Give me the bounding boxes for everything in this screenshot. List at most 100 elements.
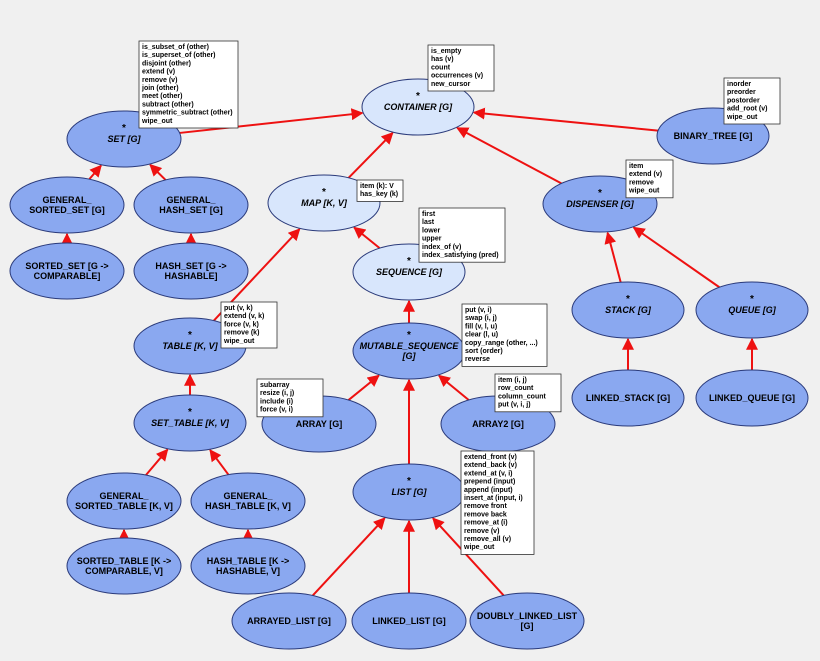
- class-ellipse[interactable]: [133, 242, 249, 300]
- class-node-doubly_linked_list[interactable]: DOUBLY_LINKED_LIST[G]: [469, 592, 585, 650]
- feature-item: extend (v, k): [224, 313, 264, 320]
- feature-item: copy_range (other, ...): [465, 340, 538, 347]
- node-layer: *CONTAINER [G]*SET [G]BINARY_TREE [G]GEN…: [9, 78, 809, 650]
- class-ellipse[interactable]: [190, 537, 306, 595]
- inheritance-edge-doubly_linked_list-to-list: [432, 517, 505, 597]
- class-ellipse[interactable]: [66, 537, 182, 595]
- feature-item: sort (order): [465, 348, 503, 355]
- class-name-label: SEQUENCE [G]: [376, 267, 443, 277]
- class-ellipse[interactable]: [231, 592, 347, 650]
- class-ellipse[interactable]: [571, 281, 685, 339]
- inheritance-edge-sequence-to-map: [353, 226, 381, 249]
- feature-box-frame: [138, 40, 239, 129]
- class-ellipse[interactable]: [9, 176, 125, 234]
- inheritance-edge-general_hash_set-to-set: [149, 163, 167, 181]
- feature-item: row_count: [498, 385, 534, 392]
- class-name-label: HASH_TABLE [K ->: [207, 556, 290, 566]
- class-name-label: COMPARABLE]: [34, 271, 101, 281]
- class-node-map[interactable]: *MAP [K, V]: [267, 174, 381, 232]
- class-node-linked_list[interactable]: LINKED_LIST [G]: [351, 592, 467, 650]
- class-ellipse[interactable]: [190, 472, 306, 530]
- feature-item: subtract (other): [142, 101, 194, 108]
- deferred-marker-icon: *: [626, 294, 630, 305]
- class-name-label: [G]: [521, 621, 534, 631]
- class-ellipse[interactable]: [267, 174, 381, 232]
- deferred-marker-icon: *: [416, 91, 420, 102]
- class-node-queue[interactable]: *QUEUE [G]: [695, 281, 809, 339]
- feature-item: wipe_out: [628, 188, 660, 195]
- class-node-set_table[interactable]: *SET_TABLE [K, V]: [133, 394, 247, 452]
- class-ellipse[interactable]: [9, 242, 125, 300]
- feature-item: index_satisfying (pred): [422, 252, 499, 259]
- class-name-label: HASHABLE, V]: [216, 566, 280, 576]
- deferred-marker-icon: *: [407, 256, 411, 267]
- class-node-list[interactable]: *LIST [G]: [352, 463, 466, 521]
- feature-box-frame: [461, 303, 548, 367]
- feature-item: join (other): [141, 85, 179, 92]
- class-node-mutable_sequence[interactable]: *MUTABLE_SEQUENCE[G]: [352, 322, 466, 380]
- feature-item: extend_at (v, i): [464, 470, 513, 477]
- class-ellipse[interactable]: [361, 78, 475, 136]
- class-node-sorted_set[interactable]: SORTED_SET [G ->COMPARABLE]: [9, 242, 125, 300]
- class-name-label: ARRAY2 [G]: [472, 419, 524, 429]
- feature-item: inorder: [727, 81, 751, 88]
- class-node-general_sorted_set[interactable]: GENERAL_SORTED_SET [G]: [9, 176, 125, 234]
- feature-item: remove (v): [142, 77, 177, 84]
- deferred-marker-icon: *: [750, 294, 754, 305]
- class-name-label: CONTAINER [G]: [384, 102, 453, 112]
- class-name-label: HASHABLE]: [165, 271, 218, 281]
- inheritance-edge-general_sorted_set-to-set: [88, 164, 102, 180]
- feature-box-frame: [494, 373, 562, 413]
- class-name-label: GENERAL_: [99, 491, 149, 501]
- class-node-sorted_table[interactable]: SORTED_TABLE [K ->COMPARABLE, V]: [66, 537, 182, 595]
- class-ellipse[interactable]: [66, 472, 182, 530]
- class-name-label: BINARY_TREE [G]: [674, 131, 753, 141]
- feature-item: wipe_out: [223, 338, 255, 345]
- feature-item: put (v, i, j): [498, 402, 531, 409]
- feature-box-frame: [356, 179, 404, 202]
- class-ellipse[interactable]: [133, 394, 247, 452]
- edge-layer: [61, 107, 758, 597]
- feature-item: clear (l, u): [465, 332, 498, 339]
- class-name-label: SORTED_SET [G]: [29, 205, 105, 215]
- feature-item: reverse: [465, 356, 490, 363]
- class-ellipse[interactable]: [571, 369, 685, 427]
- feature-item: is_superset_of (other): [142, 52, 216, 59]
- class-node-stack[interactable]: *STACK [G]: [571, 281, 685, 339]
- inheritance-edge-array-to-mutable_sequence: [347, 374, 380, 401]
- class-ellipse[interactable]: [351, 592, 467, 650]
- feature-item: first: [422, 211, 436, 218]
- class-node-general_hash_table[interactable]: GENERAL_HASH_TABLE [K, V]: [190, 472, 306, 530]
- deferred-marker-icon: *: [407, 476, 411, 487]
- class-node-container[interactable]: *CONTAINER [G]: [361, 78, 475, 136]
- class-node-hash_set[interactable]: HASH_SET [G ->HASHABLE]: [133, 242, 249, 300]
- class-node-arrayed_list[interactable]: ARRAYED_LIST [G]: [231, 592, 347, 650]
- feature-item: last: [422, 219, 435, 226]
- class-ellipse[interactable]: [133, 176, 249, 234]
- class-node-general_hash_set[interactable]: GENERAL_HASH_SET [G]: [133, 176, 249, 234]
- class-node-general_sorted_table[interactable]: GENERAL_SORTED_TABLE [K, V]: [66, 472, 182, 530]
- inheritance-edge-general_sorted_table-to-set_table: [145, 448, 169, 476]
- class-ellipse[interactable]: [695, 369, 809, 427]
- class-name-label: GENERAL_: [166, 195, 216, 205]
- feature-item: postorder: [727, 97, 760, 104]
- class-ellipse[interactable]: [695, 281, 809, 339]
- class-node-linked_stack[interactable]: LINKED_STACK [G]: [571, 369, 685, 427]
- class-node-linked_queue[interactable]: LINKED_QUEUE [G]: [695, 369, 809, 427]
- class-node-hash_table[interactable]: HASH_TABLE [K ->HASHABLE, V]: [190, 537, 306, 595]
- inheritance-edge-queue-to-dispenser: [632, 226, 720, 289]
- class-name-label: [G]: [402, 351, 417, 361]
- deferred-marker-icon: *: [188, 407, 192, 418]
- feature-item: wipe_out: [141, 118, 173, 125]
- feature-item: add_root (v): [727, 106, 767, 113]
- feature-item: is_subset_of (other): [142, 44, 209, 51]
- inheritance-edge-array2-to-mutable_sequence: [437, 374, 470, 401]
- class-ellipse[interactable]: [469, 592, 585, 650]
- feature-item: remove (k): [224, 330, 259, 337]
- feature-item: has_key (k): [360, 191, 398, 198]
- class-node-table[interactable]: *TABLE [K, V]: [133, 317, 247, 375]
- feature-box-frame: [220, 301, 278, 349]
- feature-item: remove front: [464, 503, 507, 510]
